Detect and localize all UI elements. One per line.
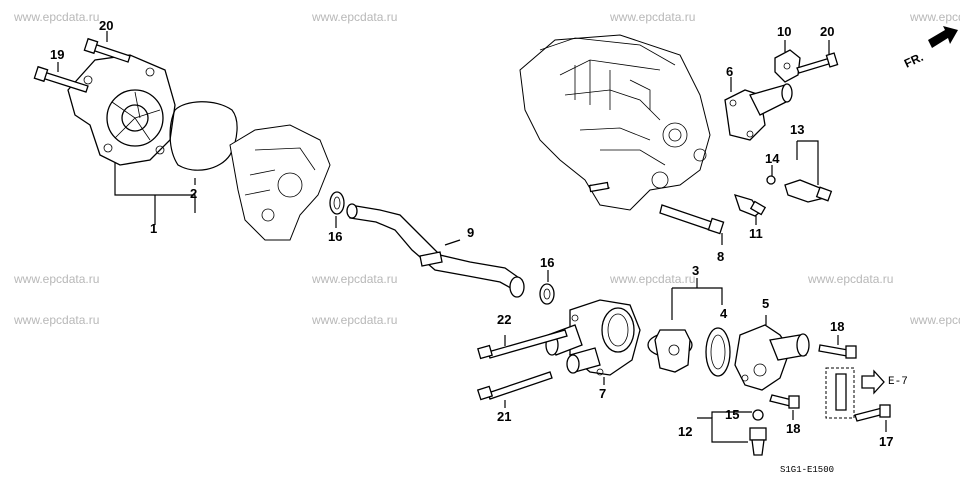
callout-6: 6 [726,64,734,79]
watermark: www.epcdata.ru [610,10,696,24]
watermark: www.epcdata.ru [312,272,398,286]
callout-20: 20 [99,18,114,33]
callout-22: 22 [497,312,512,327]
callout-15: 15 [725,407,740,422]
callout-21: 21 [497,409,512,424]
callout-1: 1 [150,221,158,236]
part-15-washer [752,409,764,421]
watermark: www.epcdata.ru [312,313,398,327]
part-6-water-outlet [724,83,793,141]
callout-20: 20 [820,24,835,39]
cylinder-head-illustration [519,34,711,211]
watermark: www.epcdata.ru [610,272,696,286]
part-22-bolt [477,329,568,360]
watermark: www.epcdata.ru [14,313,100,327]
callout-11: 11 [749,226,763,241]
part-19-bolt [33,65,89,93]
callout-17: 17 [879,434,894,449]
callout-16: 16 [540,255,555,270]
watermark: www.epcdata.ru [910,10,960,24]
callout-2: 2 [190,186,198,201]
callout-16: 16 [328,229,343,244]
part-20-bolt-right [796,52,839,74]
callout-3: 3 [692,263,700,278]
part-20-bolt-left [83,37,131,63]
cross-reference-label: E-7 [888,376,908,388]
watermark: www.epcdata.ru [14,272,100,286]
reference-arrow [861,369,885,395]
part-16-o-ring-left [329,191,345,215]
engine-block-illustration [229,124,331,241]
part-9-water-pipe [346,203,525,298]
callout-4: 4 [720,306,728,321]
part-18-bolt-lower [769,394,800,409]
part-11-sensor [733,194,767,217]
part-16-o-ring-right [539,283,555,305]
callout-18: 18 [830,319,845,334]
part-13-sensor [766,175,833,203]
part-21-bolt [476,371,553,401]
part-2-gasket [169,101,238,171]
part-4-seal [705,327,731,377]
callout-19: 19 [50,47,65,62]
part-3-thermostat [647,329,693,373]
part-12-switch [749,427,767,456]
watermark: www.epcdata.ru [14,10,100,24]
front-direction-arrow [928,26,958,48]
watermark: www.epcdata.ru [808,272,894,286]
part-1-water-pump [67,54,176,166]
part-10-bracket [774,49,801,83]
callout-14: 14 [765,151,780,166]
callout-13: 13 [790,122,805,137]
part-18-bolt-upper [818,344,857,359]
diagram-code: S1G1-E1500 [780,465,835,475]
callout-9: 9 [467,225,475,240]
callout-12: 12 [678,424,693,439]
callout-8: 8 [717,249,725,264]
part-5-thermostat-cover [734,324,810,391]
watermark: www.epcdata.ru [910,313,960,327]
watermark: www.epcdata.ru [312,10,398,24]
leader-lines [57,31,887,443]
callout-5: 5 [762,296,770,311]
reference-box [825,367,855,419]
callout-7: 7 [599,386,607,401]
callout-18: 18 [786,421,801,436]
part-8-stud [659,204,725,235]
callout-10: 10 [777,24,792,39]
